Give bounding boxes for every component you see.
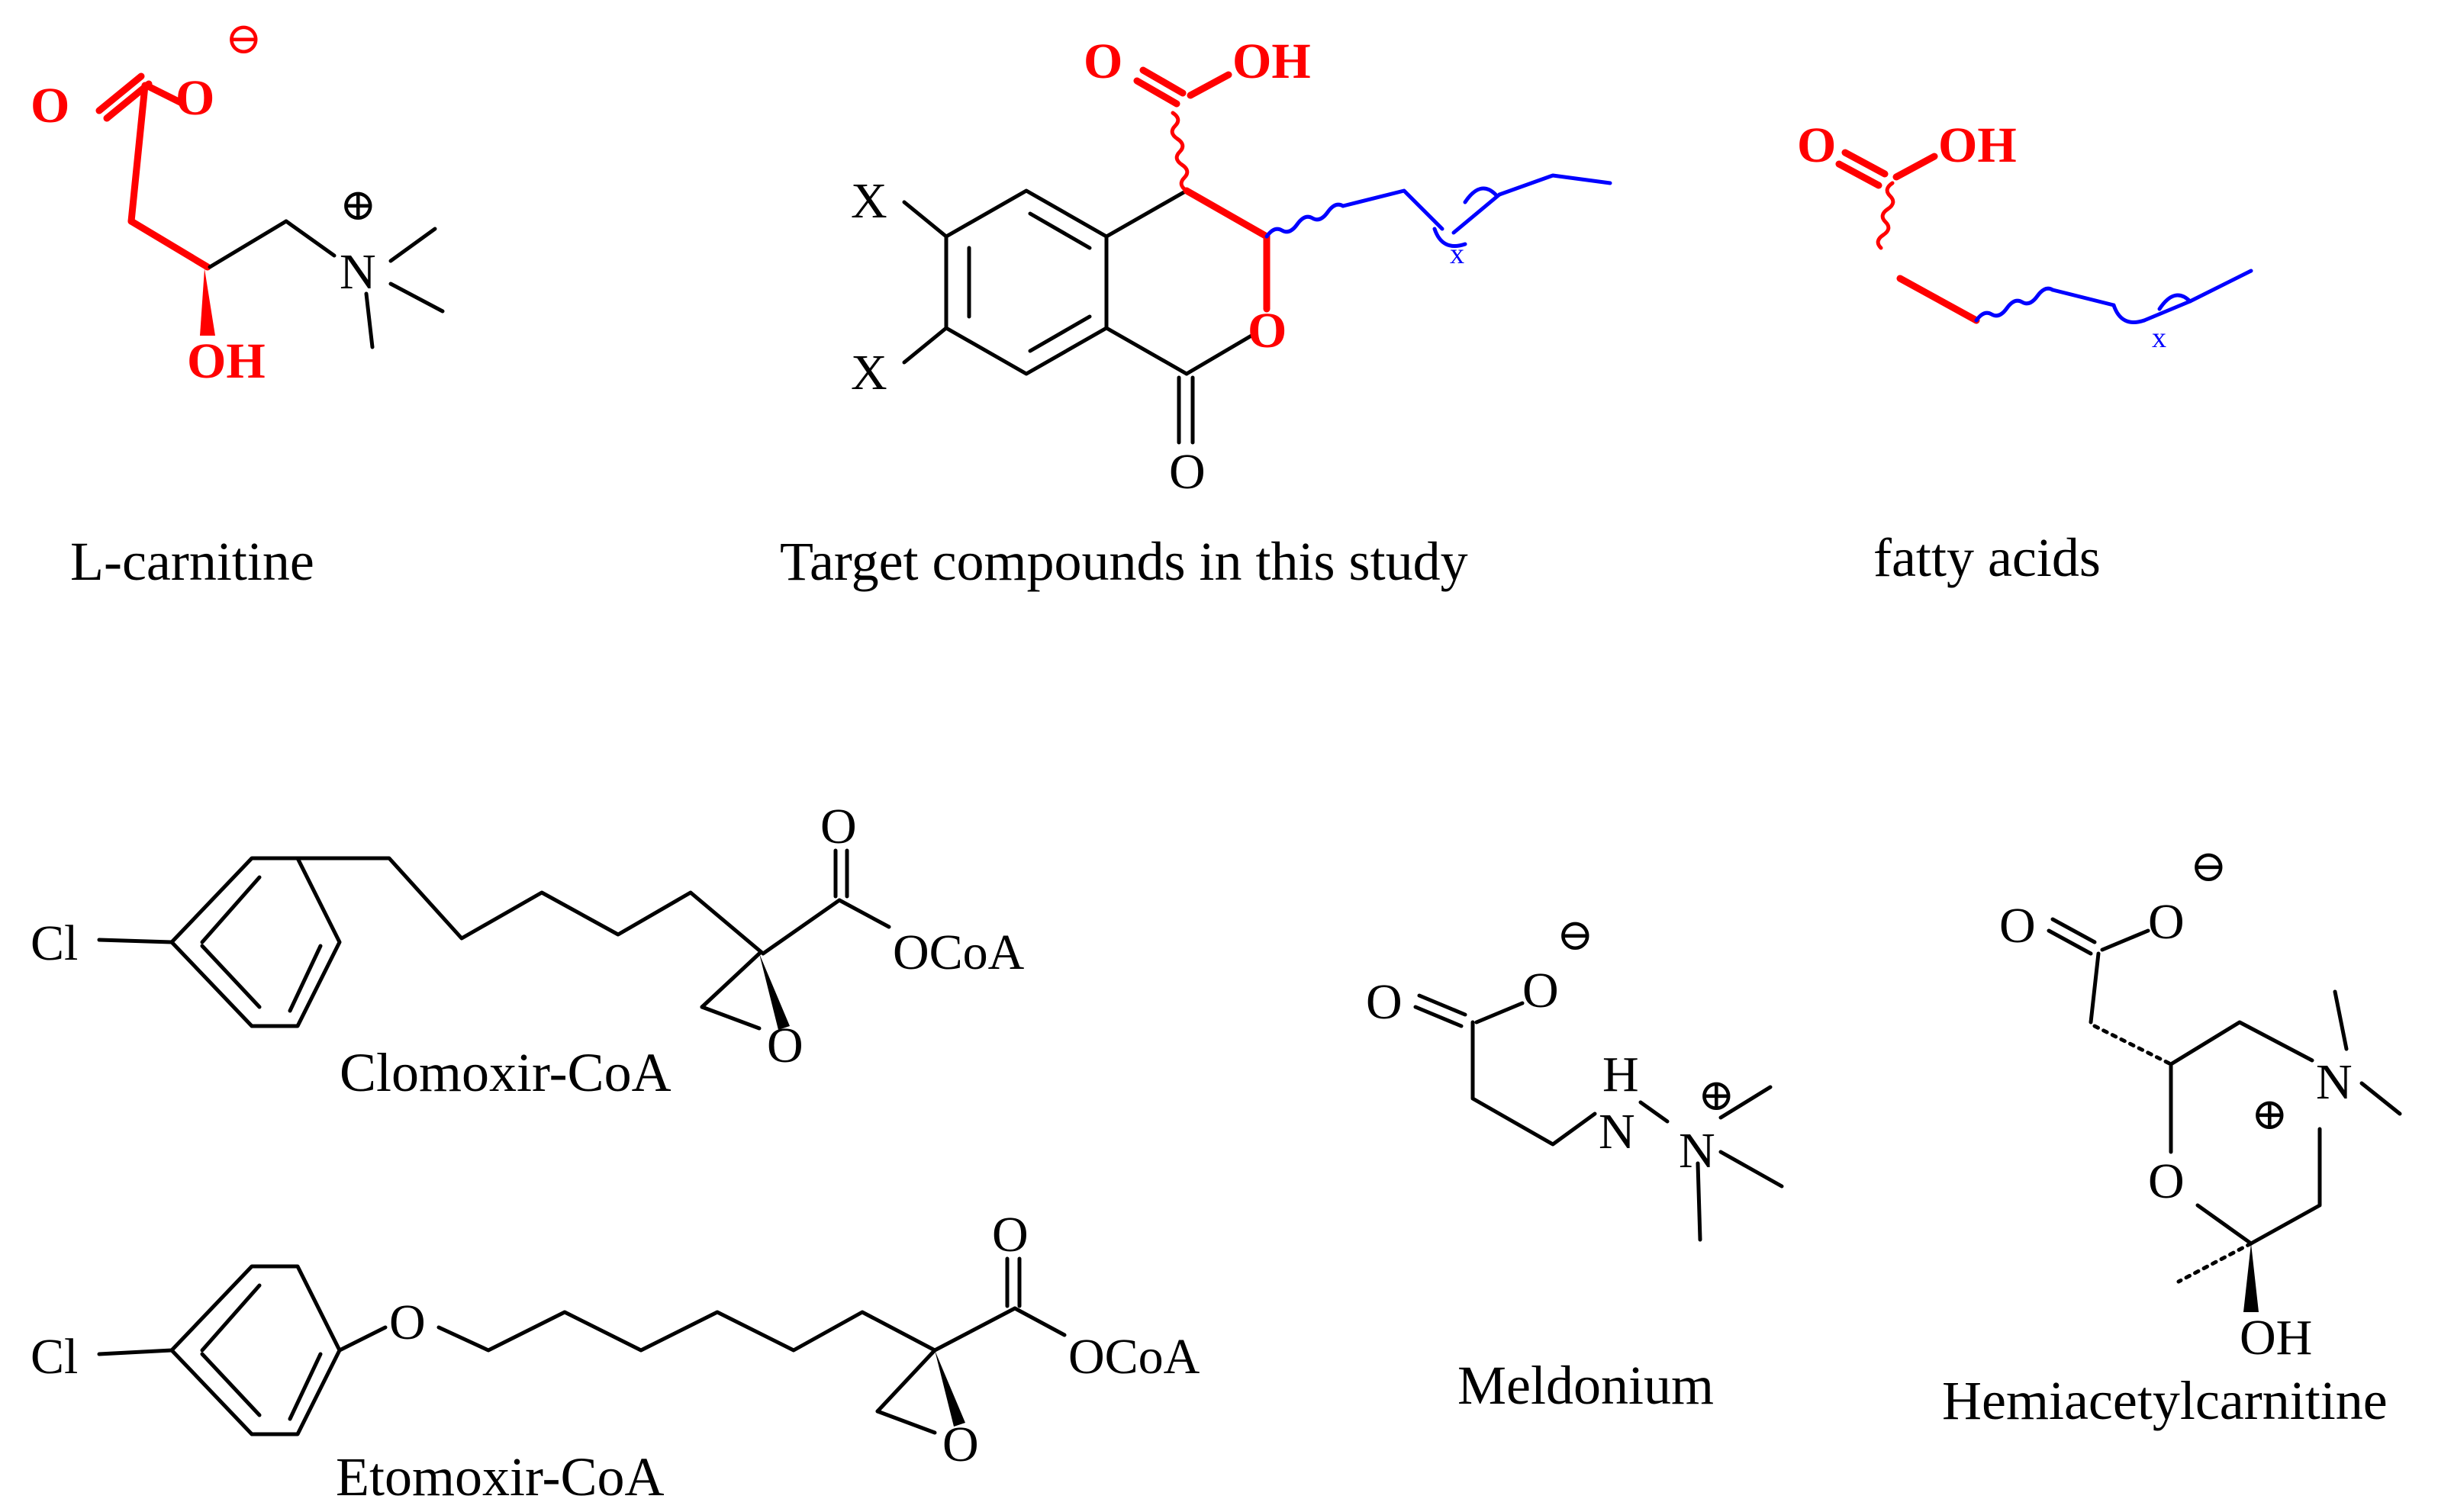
- fatty-acids-structure: O OH x fatty acids: [1797, 117, 2253, 588]
- hemiacetylcarnitine-structure: O O ⊖ N ⊕ O OH Hemiacetylcarnitine: [1942, 841, 2402, 1431]
- fatty-acid-carbonyl-o: O: [1797, 117, 1836, 173]
- hemiacetal-n: N: [2316, 1054, 2353, 1110]
- etomoxir-ether-o: O: [389, 1295, 426, 1350]
- carboxylate-o2: O: [176, 70, 214, 126]
- acid-hydroxyl: OH: [1232, 34, 1311, 89]
- lactone-ring-o: O: [1248, 303, 1287, 359]
- clomoxir-chlorine: Cl: [31, 915, 78, 971]
- meldonium-n1: N: [1599, 1104, 1635, 1160]
- etomoxir-epoxide-o: O: [942, 1417, 979, 1472]
- meldonium-o2: O: [1522, 963, 1559, 1018]
- meldonium-h: H: [1602, 1047, 1639, 1102]
- clomoxir-coa-structure: Cl O OCoA O Clomoxir-CoA: [31, 799, 1025, 1103]
- clomoxir-carbonyl-o: O: [820, 799, 857, 854]
- hemiacetal-hash-bond: [2092, 1024, 2173, 1066]
- l-carnitine-caption: L-carnitine: [70, 531, 314, 592]
- hydroxyl-wedge: [200, 269, 215, 336]
- fatty-chain-subscript: x: [2152, 322, 2166, 354]
- substituent-x1: X: [851, 173, 887, 229]
- etomoxir-coa-structure: Cl O O OCoA O Etomoxir-CoA: [31, 1207, 1200, 1507]
- target-compounds-caption: Target compounds in this study: [780, 531, 1468, 592]
- etomoxir-coa-caption: Etomoxir-CoA: [336, 1446, 665, 1507]
- hemiacetal-o2: O: [2148, 894, 2185, 950]
- clomoxir-stereo-wedge: [759, 954, 790, 1030]
- meldonium-caption: Meldonium: [1457, 1355, 1714, 1416]
- hemiacetal-stereo-wedge: [2243, 1243, 2259, 1312]
- meldonium-structure: O O ⊖ H N N ⊕ Meldonium: [1366, 910, 1784, 1416]
- meldonium-n2: N: [1679, 1123, 1715, 1179]
- clomoxir-epoxide-o: O: [767, 1018, 804, 1073]
- hemiacetylcarnitine-caption: Hemiacetylcarnitine: [1942, 1370, 2388, 1431]
- hydroxyl-label: OH: [187, 333, 266, 389]
- meldonium-anion-charge: ⊖: [1557, 910, 1594, 960]
- clomoxir-ocoa: OCoA: [893, 925, 1025, 980]
- hemiacetal-ring-o: O: [2148, 1153, 2185, 1209]
- etomoxir-ocoa: OCoA: [1068, 1329, 1200, 1385]
- etomoxir-stereo-wedge: [935, 1350, 965, 1427]
- substituent-x2: X: [851, 345, 887, 401]
- carboxylate-o1: O: [31, 78, 69, 134]
- l-carnitine-structure: O O ⊖ OH N ⊕ L-carnitine: [31, 14, 445, 592]
- meldonium-o1: O: [1366, 974, 1403, 1030]
- target-compounds-structure: X X O OH O O x Target compounds in this …: [780, 34, 1612, 592]
- hemiacetal-o1: O: [1999, 898, 2036, 954]
- acid-carbonyl-o: O: [1084, 34, 1122, 89]
- hemiacetal-hydroxyl: OH: [2240, 1310, 2312, 1366]
- hemiacetal-anion-charge: ⊖: [2190, 841, 2227, 891]
- lactone-carbonyl-o: O: [1169, 444, 1206, 500]
- anion-charge: ⊖: [225, 14, 262, 63]
- hemiacetal-cation-charge: ⊕: [2251, 1089, 2288, 1139]
- etomoxir-carbonyl-o: O: [992, 1207, 1029, 1263]
- meldonium-cation-charge: ⊕: [1698, 1070, 1735, 1120]
- chain-subscript: x: [1450, 238, 1464, 270]
- clomoxir-coa-caption: Clomoxir-CoA: [340, 1042, 671, 1103]
- ammonium-n: N: [340, 244, 376, 300]
- etomoxir-chlorine: Cl: [31, 1329, 78, 1385]
- cation-charge: ⊕: [340, 180, 377, 230]
- fatty-acids-caption: fatty acids: [1873, 527, 2101, 588]
- fatty-acid-hydroxyl: OH: [1938, 117, 2017, 173]
